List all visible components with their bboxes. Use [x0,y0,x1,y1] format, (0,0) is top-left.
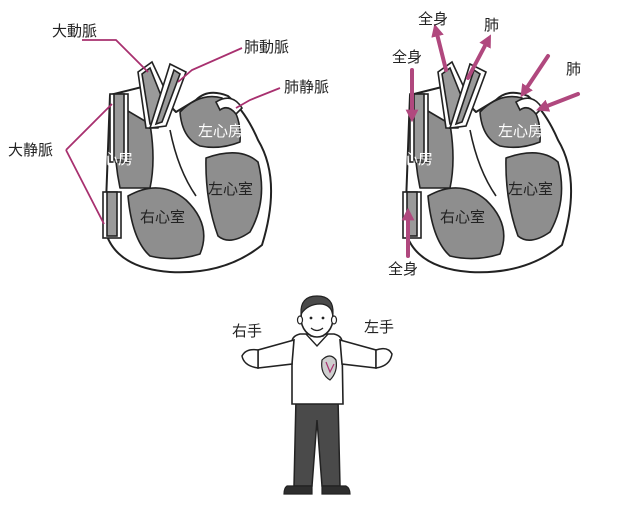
label-right-atrium-2: 右心房 [388,150,433,168]
label-lung-right: 肺 [566,60,581,78]
label-left-atrium-2: 左心房 [498,122,543,140]
label-whole-body-left: 全身 [392,48,422,66]
label-left-atrium: 左心房 [198,122,243,140]
left-leader-lines [65,39,281,225]
label-right-atrium: 右心房 [88,150,133,168]
label-pulmonary-artery: 肺動脈 [244,38,289,56]
label-vena-cava: 大静脈 [8,141,53,159]
label-whole-body-bottom: 全身 [388,260,418,278]
label-whole-body-top: 全身 [418,10,448,28]
label-lung-top: 肺 [484,16,499,34]
label-right-ventricle-2: 右心室 [440,208,485,226]
person-illustration [241,295,393,495]
label-pulmonary-vein: 肺静脈 [284,78,329,96]
label-left-hand: 左手 [364,318,394,336]
label-right-hand: 右手 [232,322,262,340]
blood-flow-arrows [401,23,580,258]
label-right-ventricle: 右心室 [140,208,185,226]
label-left-ventricle: 左心室 [208,180,253,198]
label-left-ventricle-2: 左心室 [508,180,553,198]
label-aorta: 大動脈 [52,22,97,40]
